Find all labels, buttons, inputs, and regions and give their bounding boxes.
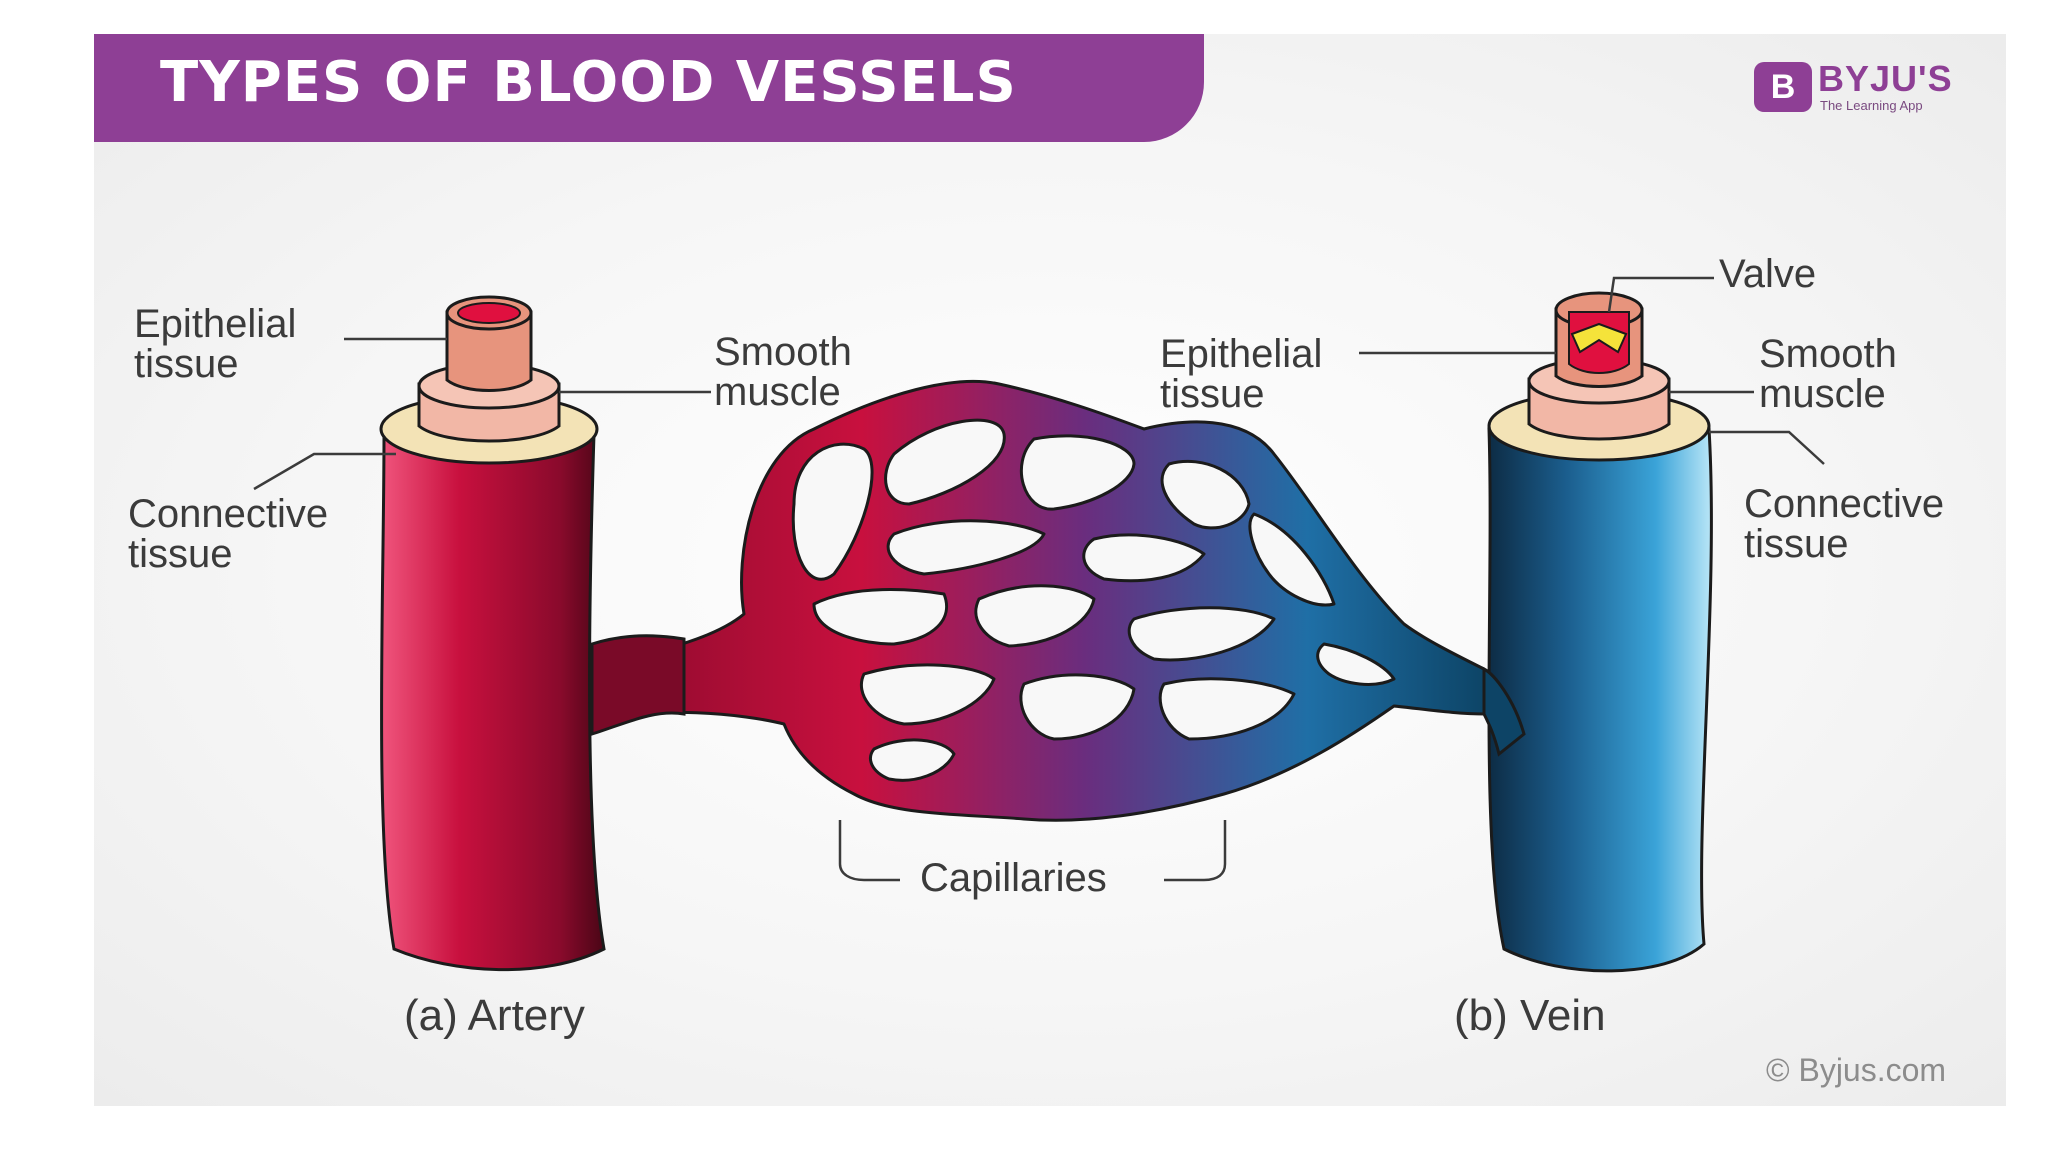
vein-caption: (b) Vein — [1454, 991, 1606, 1040]
title-banner: TYPES OF BLOOD VESSELS — [94, 34, 1204, 142]
logo-badge: B — [1754, 62, 1812, 112]
vein-epithelial-label-line2: tissue — [1160, 372, 1265, 416]
capillaries-bracket-right — [1164, 820, 1227, 882]
logo-wordmark: BYJU'S — [1818, 58, 1953, 99]
vein-connective-label-line2: tissue — [1744, 522, 1849, 566]
artery-smooth-muscle-label-line1: Smooth — [714, 330, 852, 374]
artery-caption: (a) Artery — [404, 991, 585, 1040]
leader-artery-connective — [253, 452, 396, 491]
artery-epithelial-label-line2: tissue — [134, 342, 239, 386]
byjus-logo: B BYJU'S The Learning App — [1754, 58, 1974, 128]
page-title: TYPES OF BLOOD VESSELS — [160, 50, 1017, 115]
vein-connective-label-line1: Connective — [1744, 482, 1945, 526]
vein-smooth-muscle-label-line2: muscle — [1759, 372, 1886, 416]
artery-illustration — [379, 295, 686, 972]
copyright-notice: © Byjus.com — [1766, 1052, 1947, 1088]
diagram-card: TYPES OF BLOOD VESSELS B BYJU'S The Lear… — [94, 34, 2006, 1106]
blood-vessel-diagram — [253, 276, 1825, 973]
artery-connective-label-line2: tissue — [128, 532, 233, 576]
vein-illustration — [1482, 291, 1713, 973]
vein-smooth-muscle-label-line1: Smooth — [1759, 332, 1897, 376]
vein-epithelial-label-line1: Epithelial — [1160, 332, 1323, 376]
vein-valve-label: Valve — [1719, 252, 1817, 296]
leader-lines — [253, 276, 1825, 882]
capillaries-label: Capillaries — [920, 856, 1107, 900]
artery-epithelial-label-line1: Epithelial — [134, 302, 297, 346]
leader-vein-valve — [1607, 276, 1714, 313]
leader-vein-connective — [1709, 430, 1825, 465]
capillaries-bracket-left — [838, 820, 900, 882]
artery-connective-label-line1: Connective — [128, 492, 329, 536]
artery-smooth-muscle-label-line2: muscle — [714, 370, 841, 414]
valve-flaps — [1570, 322, 1628, 354]
capillary-network — [592, 379, 1488, 822]
logo-tagline: The Learning App — [1820, 98, 1923, 113]
